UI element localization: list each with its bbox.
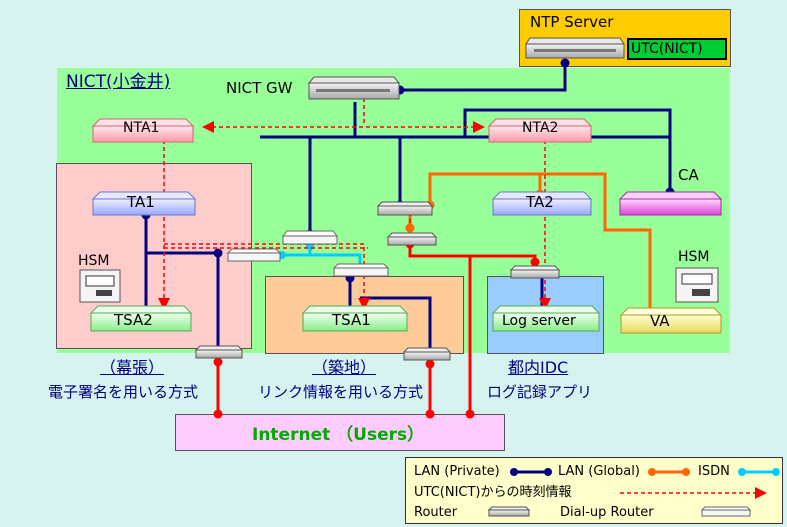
routers: [194, 201, 561, 361]
ta1-device: [91, 191, 197, 216]
ta2-device: [491, 191, 593, 216]
hsm-left-device: [79, 269, 121, 303]
nta1-device: [91, 118, 195, 143]
legend-router: Router: [414, 505, 458, 520]
router-idc: [509, 265, 561, 279]
idc-label: 都内IDC: [508, 358, 569, 377]
log-server-label: Log server: [502, 313, 576, 329]
tsa1-device: [301, 305, 409, 332]
hsm-left-label: HSM: [78, 253, 110, 269]
legend-graphics: [487, 468, 780, 517]
internet-nodes: [213, 239, 540, 419]
ntp-server-label: NTP Server: [530, 13, 614, 31]
nict-region-label: NICT(小金井): [66, 72, 171, 92]
nict-gw-device: [307, 76, 401, 100]
ntp-server-device: [525, 37, 625, 59]
idc-desc: ログ記録アプリ: [487, 383, 593, 401]
router-nict-global: [386, 232, 438, 246]
internet-region: [175, 414, 505, 451]
va-device: [619, 307, 723, 334]
utc-nict-label: UTC(NICT): [627, 38, 727, 60]
lan-private-links: [144, 63, 672, 350]
makuhari-label: （幕張）: [100, 358, 165, 377]
legend-lan-global: LAN (Global): [558, 464, 640, 479]
dialup-routers: [226, 230, 390, 277]
lan-private-nodes: [141, 58, 675, 317]
dialup-router-tsukiji: [332, 263, 390, 277]
ta2-label: TA2: [526, 193, 554, 211]
dialup-router-makuhari: [226, 248, 282, 262]
router-makuhari: [194, 345, 244, 359]
tsa2-device: [89, 305, 193, 332]
nta2-label: NTA2: [522, 120, 559, 136]
nta1-label: NTA1: [123, 120, 160, 136]
tsukiji-desc: リンク情報を用いる方式: [258, 383, 424, 401]
legend-dialup-router: Dial-up Router: [560, 505, 654, 520]
hsm-right-device: [675, 267, 719, 303]
makuhari-desc: 電子署名を用いる方式: [48, 383, 199, 401]
ta1-label: TA1: [127, 193, 155, 211]
legend-utc-info: UTC(NICT)からの時刻情報: [414, 485, 572, 500]
hsm-right-label: HSM: [678, 249, 710, 265]
tsukiji-label: （築地）: [312, 358, 377, 377]
legend-isdn: ISDN: [698, 464, 730, 479]
dialup-router-nict: [281, 230, 339, 245]
router-nict-center: [376, 201, 434, 216]
log-server-device: [491, 305, 601, 332]
router-tsukiji: [402, 347, 452, 361]
tsa1-label: TSA1: [332, 311, 371, 329]
internet-label: Internet （Users）: [252, 425, 425, 445]
legend-lan-private: LAN (Private): [414, 464, 500, 479]
ca-device: [618, 191, 723, 216]
nict-gw-label: NICT GW: [226, 79, 293, 97]
tsa2-label: TSA2: [114, 311, 153, 329]
nta2-device: [487, 118, 593, 143]
va-label: VA: [650, 312, 670, 330]
ca-label: CA: [678, 166, 699, 184]
